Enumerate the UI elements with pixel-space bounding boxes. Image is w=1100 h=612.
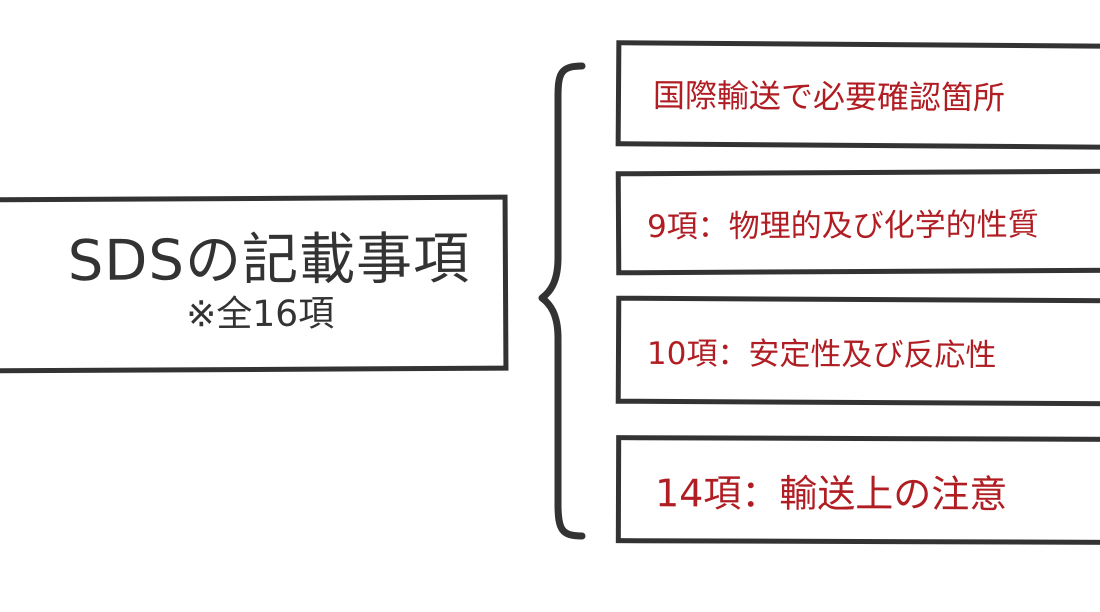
main-title: SDSの記載事項 xyxy=(67,226,471,294)
item-box-section-9: 9項：物理的及び化学的性質 xyxy=(615,168,1100,276)
item-box-international-shipping: 国際輸送で必要確認箇所 xyxy=(615,40,1100,150)
item-label: 10項：安定性及び反応性 xyxy=(646,335,997,374)
item-label: 国際輸送で必要確認箇所 xyxy=(652,76,1006,117)
curly-brace-path xyxy=(538,62,586,540)
main-topic-box: SDSの記載事項 ※全16項 xyxy=(0,194,509,374)
item-label: 14項：輸送上の注意 xyxy=(654,470,1008,516)
curly-brace xyxy=(538,62,586,540)
item-box-section-14: 14項：輸送上の注意 xyxy=(615,435,1100,545)
item-box-section-10: 10項：安定性及び反応性 xyxy=(615,295,1100,407)
main-subtitle: ※全16項 xyxy=(186,293,335,336)
item-label: 9項：物理的及び化学的性質 xyxy=(646,206,1039,245)
